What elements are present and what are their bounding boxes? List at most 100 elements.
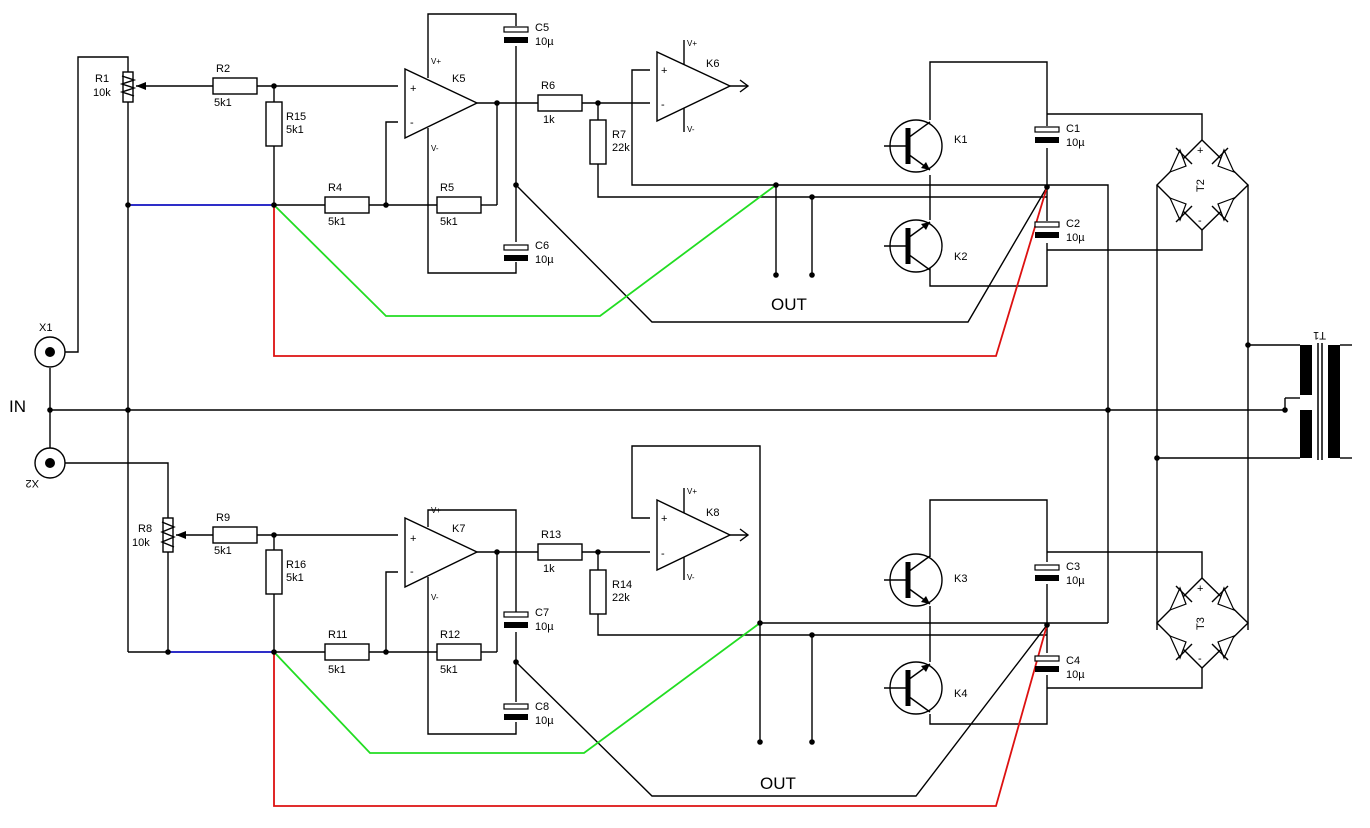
opamp-k6: + - K6 V+ V-	[656, 39, 750, 134]
svg-text:K6: K6	[706, 58, 719, 70]
svg-text:K1: K1	[954, 134, 967, 146]
svg-text:K8: K8	[706, 507, 719, 519]
capacitor-c7: C7 10µ	[503, 607, 554, 633]
svg-text:10µ: 10µ	[1066, 575, 1085, 587]
out-label-top: OUT	[771, 295, 807, 314]
out-label-bottom: OUT	[760, 774, 796, 793]
resistor-r13: R13 1k	[537, 529, 583, 575]
svg-text:R1: R1	[95, 73, 109, 85]
svg-text:-: -	[661, 99, 665, 111]
svg-text:R15: R15	[286, 111, 306, 123]
svg-text:V-: V-	[687, 125, 695, 134]
resistor-r11: R11 5k1	[324, 629, 370, 676]
svg-text:5k1: 5k1	[328, 664, 346, 676]
svg-text:5k1: 5k1	[440, 216, 458, 228]
svg-text:R7: R7	[612, 129, 626, 141]
svg-text:T2: T2	[1195, 179, 1207, 192]
svg-text:+: +	[661, 65, 667, 77]
svg-text:R13: R13	[541, 529, 561, 541]
resistor-r9: R9 5k1	[212, 512, 258, 557]
transformer-t1: T1	[1284, 329, 1352, 460]
svg-text:1k: 1k	[543, 114, 555, 126]
svg-text:5k1: 5k1	[286, 124, 304, 136]
svg-text:R6: R6	[541, 80, 555, 92]
transistor-k3: K3	[884, 553, 967, 607]
svg-text:10µ: 10µ	[535, 715, 554, 727]
connector-x2: X2	[26, 447, 66, 489]
svg-text:10µ: 10µ	[1066, 669, 1085, 681]
svg-text:5k1: 5k1	[286, 572, 304, 584]
resistor-r15: R15 5k1	[265, 101, 306, 147]
svg-text:C8: C8	[535, 701, 549, 713]
transistor-k2: K2	[884, 219, 967, 273]
svg-text:5k1: 5k1	[214, 545, 232, 557]
svg-text:10µ: 10µ	[535, 36, 554, 48]
svg-text:R2: R2	[216, 63, 230, 75]
svg-text:V-: V-	[687, 573, 695, 582]
resistor-r2: R2 5k1	[212, 63, 258, 109]
svg-text:C4: C4	[1066, 655, 1080, 667]
svg-text:10µ: 10µ	[1066, 137, 1085, 149]
svg-text:C5: C5	[535, 22, 549, 34]
wiring	[49, 13, 1300, 797]
opamp-k5: + - K5 V+ V-	[404, 57, 479, 153]
svg-text:5k1: 5k1	[328, 216, 346, 228]
svg-text:-: -	[410, 566, 414, 578]
svg-text:C2: C2	[1066, 218, 1080, 230]
colored-wires	[128, 184, 1048, 807]
pot-r1: R1 10k	[93, 71, 146, 103]
svg-text:22k: 22k	[612, 142, 630, 154]
pot-r8: R8 10k	[132, 517, 186, 553]
opamp-k7: + - K7 V+ V-	[404, 506, 479, 602]
svg-text:K7: K7	[452, 523, 465, 535]
svg-text:V+: V+	[431, 57, 441, 66]
svg-text:22k: 22k	[612, 592, 630, 604]
capacitor-c5: C5 10µ	[503, 22, 554, 48]
svg-text:V-: V-	[431, 593, 439, 602]
opamp-k8: + - K8 V+ V-	[656, 487, 750, 582]
connector-x1: X1	[34, 322, 66, 368]
svg-text:R11: R11	[328, 629, 347, 641]
svg-text:X1: X1	[39, 322, 52, 334]
svg-text:5k1: 5k1	[214, 97, 232, 109]
svg-text:R9: R9	[216, 512, 230, 524]
resistor-r7: R7 22k	[589, 119, 630, 165]
capacitor-c6: C6 10µ	[503, 240, 554, 266]
bridge-rectifier-t2: + - T2	[1156, 139, 1250, 231]
svg-text:T1: T1	[1313, 329, 1326, 341]
svg-text:K3: K3	[954, 573, 967, 585]
svg-text:T3: T3	[1195, 617, 1207, 630]
svg-text:+: +	[410, 533, 416, 545]
svg-text:R5: R5	[440, 182, 454, 194]
svg-text:-: -	[661, 548, 665, 560]
transistor-k4: K4	[884, 661, 967, 715]
svg-text:C7: C7	[535, 607, 549, 619]
svg-text:C6: C6	[535, 240, 549, 252]
svg-text:R8: R8	[138, 523, 152, 535]
resistor-r14: R14 22k	[589, 569, 632, 615]
svg-text:V-: V-	[431, 144, 439, 153]
svg-text:R12: R12	[440, 629, 460, 641]
svg-text:10µ: 10µ	[1066, 232, 1085, 244]
resistor-r4: R4 5k1	[324, 182, 370, 228]
svg-text:+: +	[410, 83, 416, 95]
in-label: IN	[9, 397, 26, 416]
svg-text:-: -	[1198, 653, 1202, 665]
svg-text:-: -	[1198, 215, 1202, 227]
svg-text:10k: 10k	[93, 87, 111, 99]
junction-dots	[47, 83, 1288, 745]
svg-text:K2: K2	[954, 251, 967, 263]
svg-text:5k1: 5k1	[440, 664, 458, 676]
svg-text:C3: C3	[1066, 561, 1080, 573]
capacitor-c8: C8 10µ	[503, 701, 554, 727]
svg-text:+: +	[661, 513, 667, 525]
svg-text:V+: V+	[687, 487, 697, 496]
svg-text:10µ: 10µ	[535, 254, 554, 266]
capacitor-c1: C1 10µ	[1034, 123, 1085, 149]
svg-text:K5: K5	[452, 73, 465, 85]
resistor-r12: R12 5k1	[436, 629, 482, 676]
svg-text:V+: V+	[687, 39, 697, 48]
svg-text:+: +	[1197, 145, 1203, 157]
svg-text:R4: R4	[328, 182, 342, 194]
